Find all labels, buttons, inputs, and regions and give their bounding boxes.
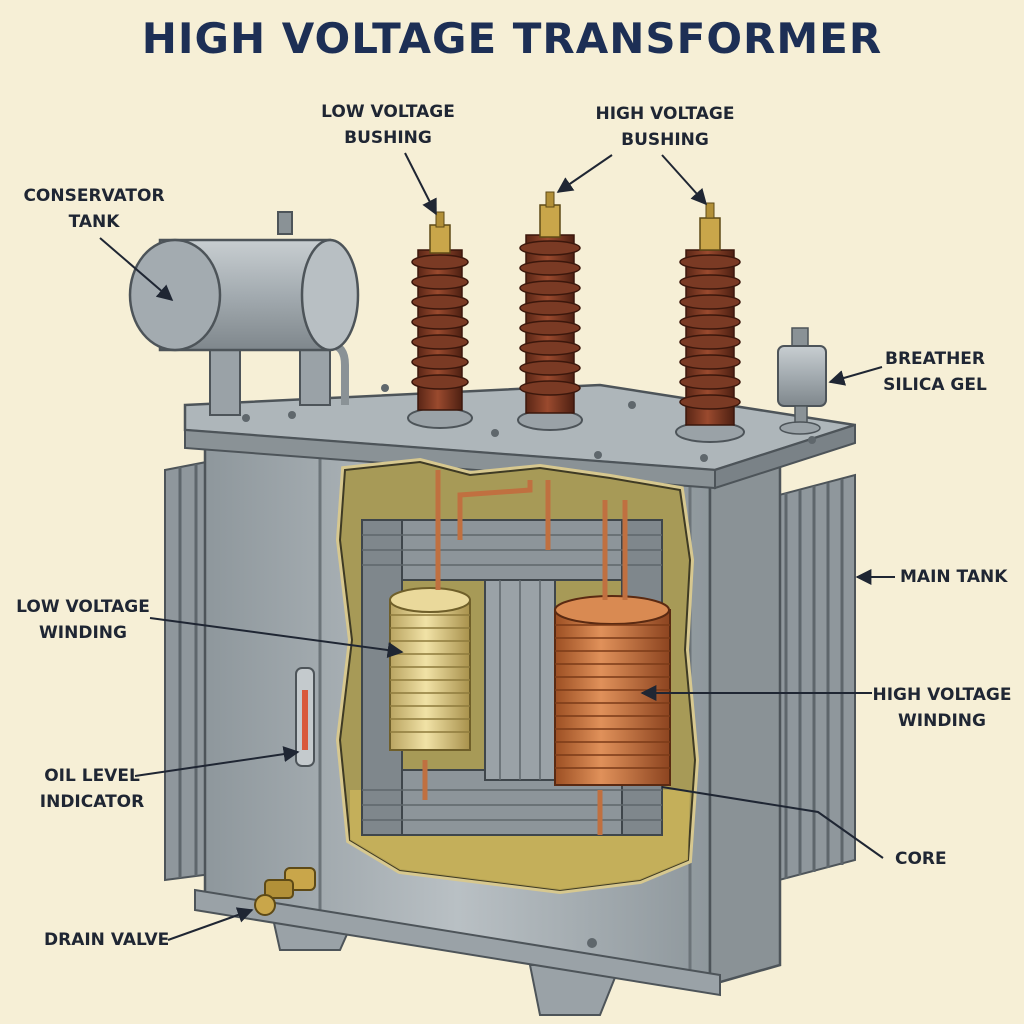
- copper-leads: [422, 470, 628, 835]
- label-oil-level-indicator: OIL LEVEL INDICATOR: [22, 763, 162, 815]
- label-line: HIGH VOLTAGE: [595, 104, 735, 124]
- label-line: BUSHING: [344, 128, 432, 148]
- tank-bolt: [587, 938, 597, 948]
- high-voltage-bushing-right-drawing: [675, 202, 745, 443]
- label-line: LOW VOLTAGE: [321, 102, 455, 122]
- oil-level-gauge: [295, 667, 315, 767]
- label-low-voltage-bushing: LOW VOLTAGE BUSHING: [308, 99, 468, 151]
- label-low-voltage-winding: LOW VOLTAGE WINDING: [8, 594, 158, 646]
- breather-drawing: [777, 327, 827, 435]
- leader-conservator-tank: [99, 237, 174, 302]
- leader-breather: [828, 366, 883, 386]
- label-line: DRAIN VALVE: [44, 930, 170, 950]
- leader-low-voltage-winding: [149, 617, 404, 659]
- label-line: BREATHER: [884, 349, 986, 369]
- leader-core: [661, 786, 884, 859]
- label-conservator-tank: CONSERVATOR TANK: [18, 183, 170, 235]
- label-line: HIGH VOLTAGE: [872, 685, 1012, 705]
- label-breather: BREATHER SILICA GEL: [872, 346, 998, 398]
- low-voltage-bushing-drawing: [407, 211, 473, 429]
- label-line: CONSERVATOR: [23, 186, 165, 206]
- label-line: LOW VOLTAGE: [16, 597, 150, 617]
- conservator-tank-drawing: [128, 211, 360, 416]
- low-voltage-winding-coil: [389, 587, 471, 751]
- label-line: MAIN TANK: [900, 567, 1008, 587]
- leader-drain-valve: [167, 907, 254, 941]
- leader-low-voltage-bushing: [404, 152, 437, 216]
- label-high-voltage-bushing: HIGH VOLTAGE BUSHING: [580, 101, 750, 153]
- drain-valve-drawing: [254, 867, 316, 916]
- label-line: BUSHING: [621, 130, 709, 150]
- leader-high-voltage-bushing-center: [556, 154, 613, 193]
- label-line: INDICATOR: [39, 792, 145, 812]
- label-line: WINDING: [898, 711, 986, 731]
- label-line: SILICA GEL: [883, 375, 987, 395]
- leader-high-voltage-bushing-right: [661, 154, 708, 206]
- label-line: CORE: [895, 849, 947, 869]
- high-voltage-bushing-center-drawing: [517, 191, 583, 431]
- leader-oil-level-indicator: [134, 746, 300, 777]
- label-core: CORE: [895, 846, 947, 872]
- label-drain-valve: DRAIN VALVE: [44, 927, 169, 953]
- high-voltage-winding-coil: [554, 595, 671, 786]
- label-line: OIL LEVEL: [44, 766, 140, 786]
- leader-lines: [99, 152, 895, 941]
- label-high-voltage-winding: HIGH VOLTAGE WINDING: [868, 682, 1016, 734]
- label-line: WINDING: [39, 623, 127, 643]
- label-line: TANK: [68, 212, 120, 232]
- label-main-tank: MAIN TANK: [900, 564, 1007, 590]
- diagram-title: HIGH VOLTAGE TRANSFORMER: [141, 14, 883, 63]
